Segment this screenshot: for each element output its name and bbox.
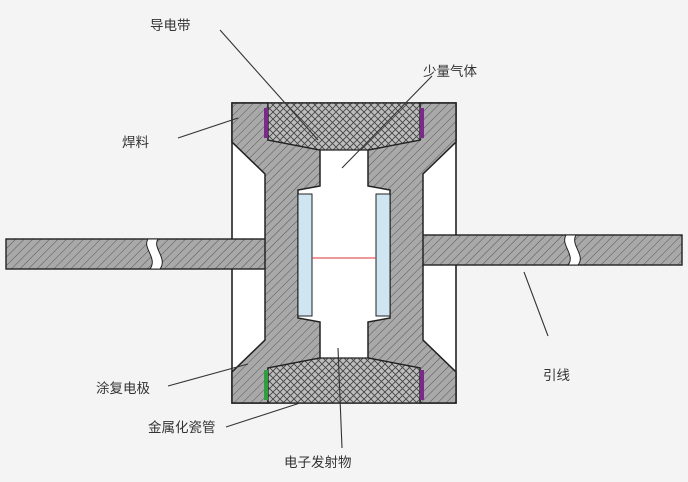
label-conductive-band: 导电带	[150, 18, 191, 34]
lead-wire-left	[5, 238, 269, 270]
label-metallized-ceramic-tube: 金属化瓷管	[148, 420, 216, 436]
label-electron-emitter: 电子发射物	[284, 455, 352, 471]
leader-small-gas	[341, 75, 433, 169]
leader-ceramic-tube	[225, 402, 301, 428]
conductive-band-top	[267, 102, 421, 151]
label-solder: 焊料	[122, 135, 149, 151]
label-coated-electrode: 涂复电极	[96, 380, 150, 397]
label-lead-wire: 引线	[543, 368, 570, 384]
conductive-band-bottom	[267, 357, 421, 404]
lead-wire-right	[419, 234, 683, 266]
solder-mark-bottom-left	[264, 370, 268, 400]
leader-solder	[177, 117, 239, 139]
emitter-coating-right	[375, 193, 391, 317]
leader-conductive-band	[219, 29, 319, 141]
solder-mark-top-left	[264, 108, 268, 138]
emitter-coating-left	[297, 193, 313, 317]
leader-coated-electrode	[167, 363, 249, 387]
label-small-gas: 少量气体	[423, 64, 477, 80]
leader-lead-wire	[523, 271, 549, 337]
leader-electron-emitter	[337, 347, 343, 449]
solder-mark-bottom-right	[420, 370, 424, 400]
solder-mark-top-right	[420, 108, 424, 138]
